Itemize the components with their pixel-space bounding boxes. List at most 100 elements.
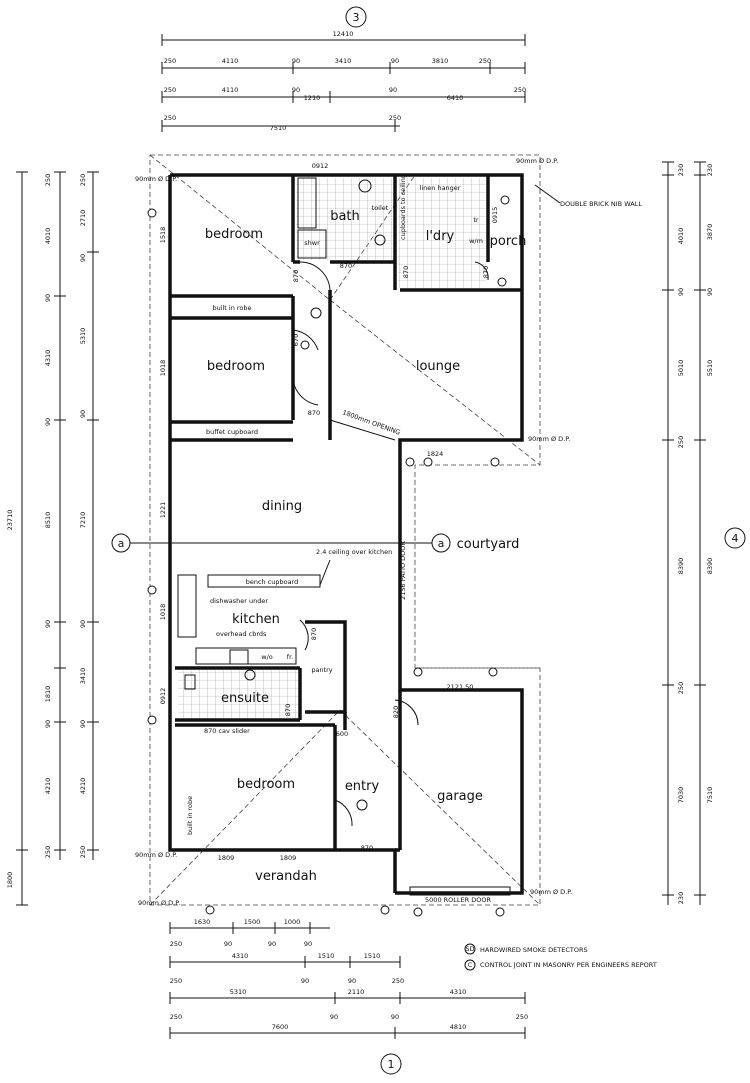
svg-text:7600: 7600 — [272, 1023, 289, 1031]
svg-text:SD: SD — [465, 945, 474, 953]
svg-text:overhead cbrds: overhead cbrds — [216, 630, 267, 638]
svg-text:7210: 7210 — [79, 512, 87, 529]
svg-text:870 cav slider: 870 cav slider — [204, 727, 250, 735]
svg-text:250: 250 — [170, 940, 182, 948]
svg-text:670: 670 — [292, 334, 300, 346]
svg-text:870: 870 — [402, 266, 410, 278]
svg-text:90: 90 — [44, 620, 52, 628]
svg-text:230: 230 — [677, 892, 685, 904]
svg-text:90: 90 — [44, 418, 52, 426]
svg-text:1630: 1630 — [194, 918, 211, 926]
svg-text:5010: 5010 — [677, 360, 685, 377]
room-kitchen: kitchen — [232, 612, 280, 627]
svg-text:90: 90 — [79, 410, 87, 418]
svg-text:90: 90 — [304, 940, 312, 948]
svg-text:1000: 1000 — [284, 918, 301, 926]
room-bedroom-top: bedroom — [205, 227, 263, 242]
svg-text:2156 PATIO DOOR: 2156 PATIO DOOR — [399, 541, 407, 600]
svg-text:90: 90 — [348, 977, 356, 985]
svg-text:tr: tr — [473, 216, 479, 224]
svg-text:7510: 7510 — [706, 787, 714, 804]
svg-text:90mm Ø D.P.: 90mm Ø D.P. — [135, 851, 177, 859]
svg-text:250: 250 — [79, 846, 87, 858]
svg-text:250: 250 — [389, 114, 401, 122]
svg-text:250: 250 — [164, 86, 176, 94]
svg-text:4310: 4310 — [450, 988, 467, 996]
right-dimensions: 230 4010 90 5010 250 8390 250 7030 230 2… — [662, 161, 714, 905]
svg-text:4210: 4210 — [79, 778, 87, 795]
axis-bubble-right: 4 — [724, 527, 746, 549]
svg-text:a: a — [438, 537, 445, 550]
svg-text:a: a — [118, 537, 125, 550]
svg-text:3810: 3810 — [432, 57, 449, 65]
svg-text:fr.: fr. — [287, 653, 293, 661]
room-lounge: lounge — [416, 359, 460, 374]
svg-text:230: 230 — [706, 164, 714, 176]
svg-text:1810: 1810 — [44, 686, 52, 703]
svg-text:buffet cupboard: buffet cupboard — [206, 428, 258, 436]
svg-text:90: 90 — [44, 294, 52, 302]
svg-text:w/o: w/o — [261, 653, 273, 661]
svg-text:4210: 4210 — [44, 778, 52, 795]
svg-text:90: 90 — [391, 57, 399, 65]
svg-text:820: 820 — [392, 706, 400, 718]
svg-text:90: 90 — [292, 86, 300, 94]
svg-text:0912: 0912 — [159, 688, 167, 705]
svg-text:linen hanger: linen hanger — [420, 184, 461, 192]
control-joint-markers — [147, 195, 510, 917]
left-dimensions: 250 4010 90 4310 90 8510 90 1810 90 4210… — [6, 171, 99, 906]
svg-text:870: 870 — [340, 262, 352, 270]
walls — [168, 173, 524, 895]
svg-text:250: 250 — [516, 1013, 528, 1021]
svg-text:cupboards to ceiling: cupboards to ceiling — [399, 174, 407, 240]
svg-text:870: 870 — [292, 270, 300, 282]
svg-text:1018: 1018 — [159, 360, 167, 377]
svg-text:870: 870 — [308, 409, 320, 417]
svg-text:4: 4 — [732, 532, 739, 545]
tiled-areas — [178, 177, 486, 718]
svg-text:HARDWIRED SMOKE DETECTORS: HARDWIRED SMOKE DETECTORS — [480, 946, 588, 954]
svg-text:250: 250 — [164, 57, 176, 65]
svg-text:4010: 4010 — [44, 228, 52, 245]
svg-text:built in robe: built in robe — [186, 796, 194, 835]
room-bath: bath — [330, 209, 360, 224]
svg-text:90mm Ø D.P.: 90mm Ø D.P. — [516, 157, 558, 165]
svg-text:2710: 2710 — [79, 210, 87, 227]
room-courtyard: courtyard — [457, 537, 520, 552]
svg-text:3: 3 — [353, 11, 360, 24]
svg-text:90: 90 — [268, 940, 276, 948]
svg-text:870: 870 — [361, 844, 373, 852]
svg-text:3410: 3410 — [335, 57, 352, 65]
svg-text:DOUBLE BRICK NIB WALL: DOUBLE BRICK NIB WALL — [560, 200, 642, 208]
door-swings — [292, 261, 489, 827]
svg-text:8510: 8510 — [44, 512, 52, 529]
svg-text:5310: 5310 — [230, 988, 247, 996]
svg-text:870: 870 — [284, 704, 292, 716]
svg-text:250: 250 — [44, 174, 52, 186]
svg-text:7030: 7030 — [677, 787, 685, 804]
smoke-detectors — [310, 307, 368, 811]
svg-text:8390: 8390 — [706, 558, 714, 575]
svg-text:2110: 2110 — [348, 988, 365, 996]
svg-text:90: 90 — [79, 720, 87, 728]
axis-bubble-bottom: 1 — [380, 1053, 402, 1075]
svg-text:dishwasher under: dishwasher under — [210, 597, 268, 605]
svg-text:90mm Ø D.P.: 90mm Ø D.P. — [135, 175, 177, 183]
svg-text:shwr: shwr — [304, 239, 320, 247]
svg-text:5510: 5510 — [706, 360, 714, 377]
svg-text:CONTROL JOINT IN MASONRY PER E: CONTROL JOINT IN MASONRY PER ENGINEERS R… — [480, 961, 657, 969]
svg-text:250: 250 — [170, 1013, 182, 1021]
svg-text:1221: 1221 — [159, 502, 167, 519]
roof-outline — [149, 154, 541, 906]
svg-text:w/m: w/m — [469, 237, 483, 245]
svg-text:1809: 1809 — [218, 854, 235, 862]
svg-text:90: 90 — [330, 1013, 338, 1021]
svg-text:1210: 1210 — [304, 94, 321, 102]
room-porch: porch — [490, 234, 527, 249]
annotations: built in robe buffet cupboard linen hang… — [135, 157, 642, 907]
svg-text:4310: 4310 — [232, 952, 249, 960]
svg-text:870: 870 — [482, 266, 490, 278]
svg-text:4010: 4010 — [677, 228, 685, 245]
svg-text:2.4 ceiling over kitchen: 2.4 ceiling over kitchen — [316, 548, 392, 556]
